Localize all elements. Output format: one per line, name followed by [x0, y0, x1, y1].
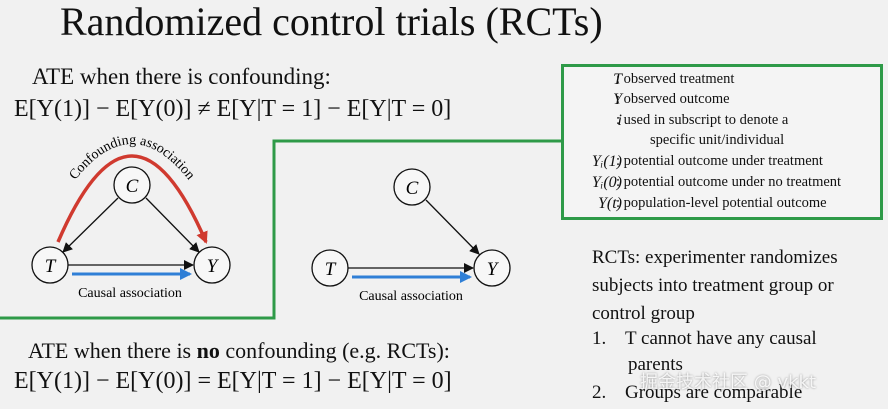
rct-point-1-continuation: parents	[628, 354, 683, 375]
node-y-right-label: Y	[487, 259, 500, 280]
diagram-left: Confounding association Causal associati…	[31, 133, 231, 301]
legend-row-continuation: specific unit/individual	[564, 132, 884, 152]
equation-lhs: E[Y(1)] − E[Y(0)]	[14, 96, 192, 122]
diagram-right: Causal association C T Y	[311, 168, 511, 304]
heading-pre: ATE when there is	[28, 338, 197, 363]
notation-legend: T : observed treatment Y : observed outc…	[561, 64, 883, 220]
rct-point-number: 1.	[592, 328, 607, 349]
node-c-left	[113, 166, 151, 204]
legend-description: : used in subscript to denote a	[616, 112, 789, 128]
node-y-right	[473, 249, 511, 287]
arrow-c-y-left	[145, 197, 200, 253]
legend-row: i : used in subscript to denote a	[564, 112, 884, 132]
heading-bold: no	[196, 338, 220, 363]
equation-relation: =	[197, 368, 212, 394]
rct-point-text: T cannot have any causal	[625, 328, 817, 349]
equation-lhs: E[Y(1)] − E[Y(0)]	[14, 368, 192, 394]
node-t-right-label: T	[325, 259, 337, 280]
confounding-arrow	[56, 154, 208, 244]
legend-description: : potential outcome under treatment	[616, 153, 823, 169]
arrow-c-y-right	[425, 199, 480, 255]
heading-post: confounding (e.g. RCTs):	[219, 338, 450, 363]
legend-symbol: i	[617, 112, 622, 129]
legend-symbol: Yᵢ(1)	[591, 153, 622, 170]
green-separator	[0, 139, 561, 320]
legend-symbol: Y	[613, 91, 622, 108]
rct-point-2: 2. Groups are comparable	[592, 382, 802, 404]
equation-confounding: E[Y(1)] − E[Y(0)] ≠ E[Y|T = 1] − E[Y|T =…	[14, 96, 451, 123]
legend-description: : population-level potential outcome	[616, 195, 827, 211]
legend-row: Y : observed outcome	[564, 91, 884, 111]
legend-row: Yᵢ(1) : potential outcome under treatmen…	[564, 153, 884, 173]
rct-description: RCTs: experimenter randomizes subjects i…	[592, 247, 838, 324]
legend-row: Y(t) : population-level potential outcom…	[564, 195, 884, 215]
node-t-left-label: T	[45, 256, 57, 277]
confounding-heading: ATE when there is confounding:	[32, 64, 331, 89]
node-y-left	[193, 246, 231, 284]
causal-label-left: Causal association	[78, 286, 182, 301]
slide-title: Randomized control trials (RCTs)	[60, 0, 603, 44]
legend-description: : potential outcome under no treatment	[616, 174, 842, 190]
node-y-left-label: Y	[207, 256, 220, 277]
legend-continuation: specific unit/individual	[650, 132, 785, 148]
no-confounding-heading: ATE when there is no confounding (e.g. R…	[28, 338, 450, 364]
equation-rhs: E[Y|T = 1] − E[Y|T = 0]	[217, 368, 452, 394]
rct-point-text: Groups are comparable	[625, 382, 803, 403]
node-c-right-label: C	[406, 178, 419, 199]
legend-row: T : observed treatment	[564, 71, 884, 91]
rct-point-1: 1. T cannot have any causal	[592, 328, 817, 350]
legend-symbol: Y(t)	[598, 195, 622, 212]
causal-label-right: Causal association	[359, 289, 463, 304]
legend-description: : observed treatment	[616, 71, 735, 87]
node-c-right	[393, 168, 431, 206]
equation-rhs: E[Y|T = 1] − E[Y|T = 0]	[216, 96, 452, 122]
node-c-left-label: C	[126, 176, 139, 197]
rct-point-number: 2.	[592, 382, 607, 403]
legend-symbol: Yᵢ(0)	[591, 174, 622, 191]
arrow-c-t-left	[62, 197, 119, 253]
legend-description: : observed outcome	[616, 91, 730, 107]
watermark: 掘金技术社区 @ vkkt	[640, 372, 817, 393]
equation-relation: ≠	[197, 96, 211, 122]
legend-symbol: T	[613, 71, 622, 88]
equation-no-confounding: E[Y(1)] − E[Y(0)] = E[Y|T = 1] − E[Y|T =…	[14, 368, 452, 395]
legend-row: Yᵢ(0) : potential outcome under no treat…	[564, 174, 884, 194]
